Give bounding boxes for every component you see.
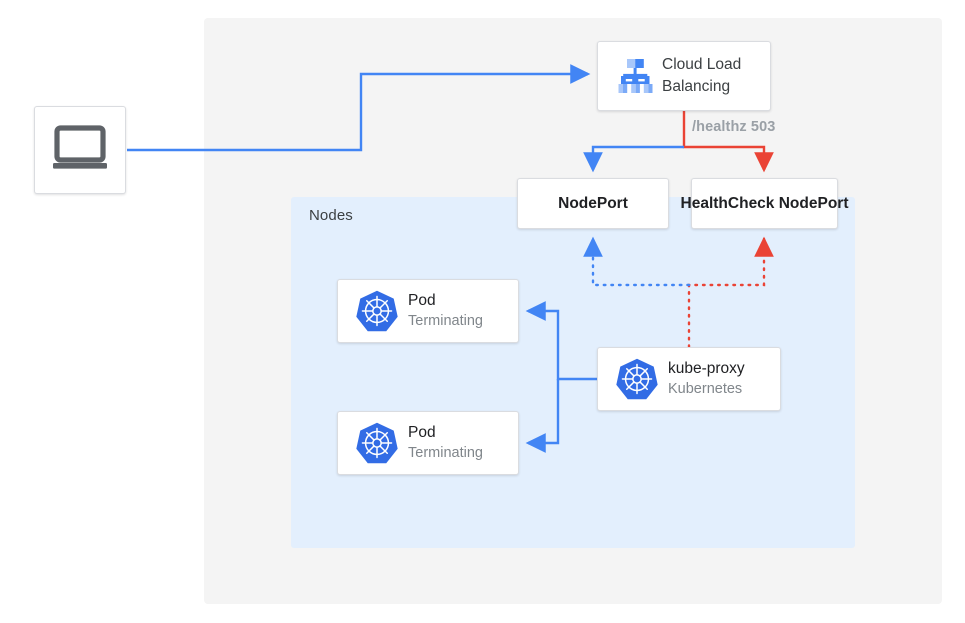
healthcheck-nodeport-label: HealthCheck NodePort xyxy=(680,194,849,212)
client-node xyxy=(34,106,126,194)
kube-proxy-node: kube-proxy Kubernetes xyxy=(597,347,781,411)
cloud-load-balancing-node: Cloud Load Balancing xyxy=(597,41,771,111)
nodes-group-label: Nodes xyxy=(309,207,353,224)
healthcheck-nodeport-node: HealthCheck NodePort xyxy=(681,178,848,229)
pod-node-2: Pod Terminating xyxy=(337,411,519,475)
laptop-icon xyxy=(51,124,109,176)
healthz-status-label: /healthz 503 xyxy=(692,119,776,135)
cloud-load-balancing-title: Cloud Load Balancing xyxy=(662,56,742,95)
pod-node-1: Pod Terminating xyxy=(337,279,519,343)
kube-proxy-title: kube-proxy xyxy=(668,360,745,377)
kube-proxy-subtitle: Kubernetes xyxy=(668,381,743,397)
pod-status: Terminating xyxy=(408,445,483,461)
kubernetes-icon xyxy=(346,421,408,465)
pod-title: Pod xyxy=(408,424,436,441)
pod-status: Terminating xyxy=(408,313,483,329)
kubernetes-icon xyxy=(346,289,408,333)
kubernetes-icon xyxy=(606,357,668,401)
cloud-load-balancing-icon xyxy=(608,54,662,98)
pod-title: Pod xyxy=(408,292,436,309)
nodeport-node: NodePort xyxy=(517,178,669,229)
nodeport-label: NodePort xyxy=(558,194,628,212)
